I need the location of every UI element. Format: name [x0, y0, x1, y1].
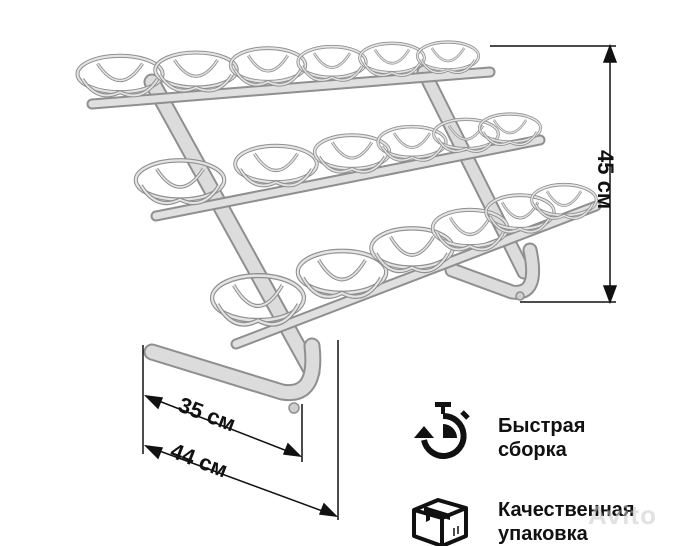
shelf-tier-2	[136, 112, 546, 222]
shelf-tier-3	[212, 182, 602, 350]
stopwatch-refresh-icon	[414, 402, 470, 459]
feature-quick-assembly: Быстрая сборка	[498, 414, 585, 462]
height-label: 45 см	[593, 150, 618, 210]
shelf-tier-1	[78, 40, 496, 110]
avito-watermark: Avito	[588, 500, 658, 530]
dimension-depth	[142, 340, 339, 520]
package-box-icon	[412, 498, 468, 546]
feature-1-line-2: сборка	[498, 439, 567, 461]
frame-legs	[143, 64, 541, 414]
feature-2-line-1: Качественная	[498, 499, 635, 521]
feature-1-line-1: Быстрая	[498, 415, 586, 437]
dimension-height	[490, 43, 618, 305]
